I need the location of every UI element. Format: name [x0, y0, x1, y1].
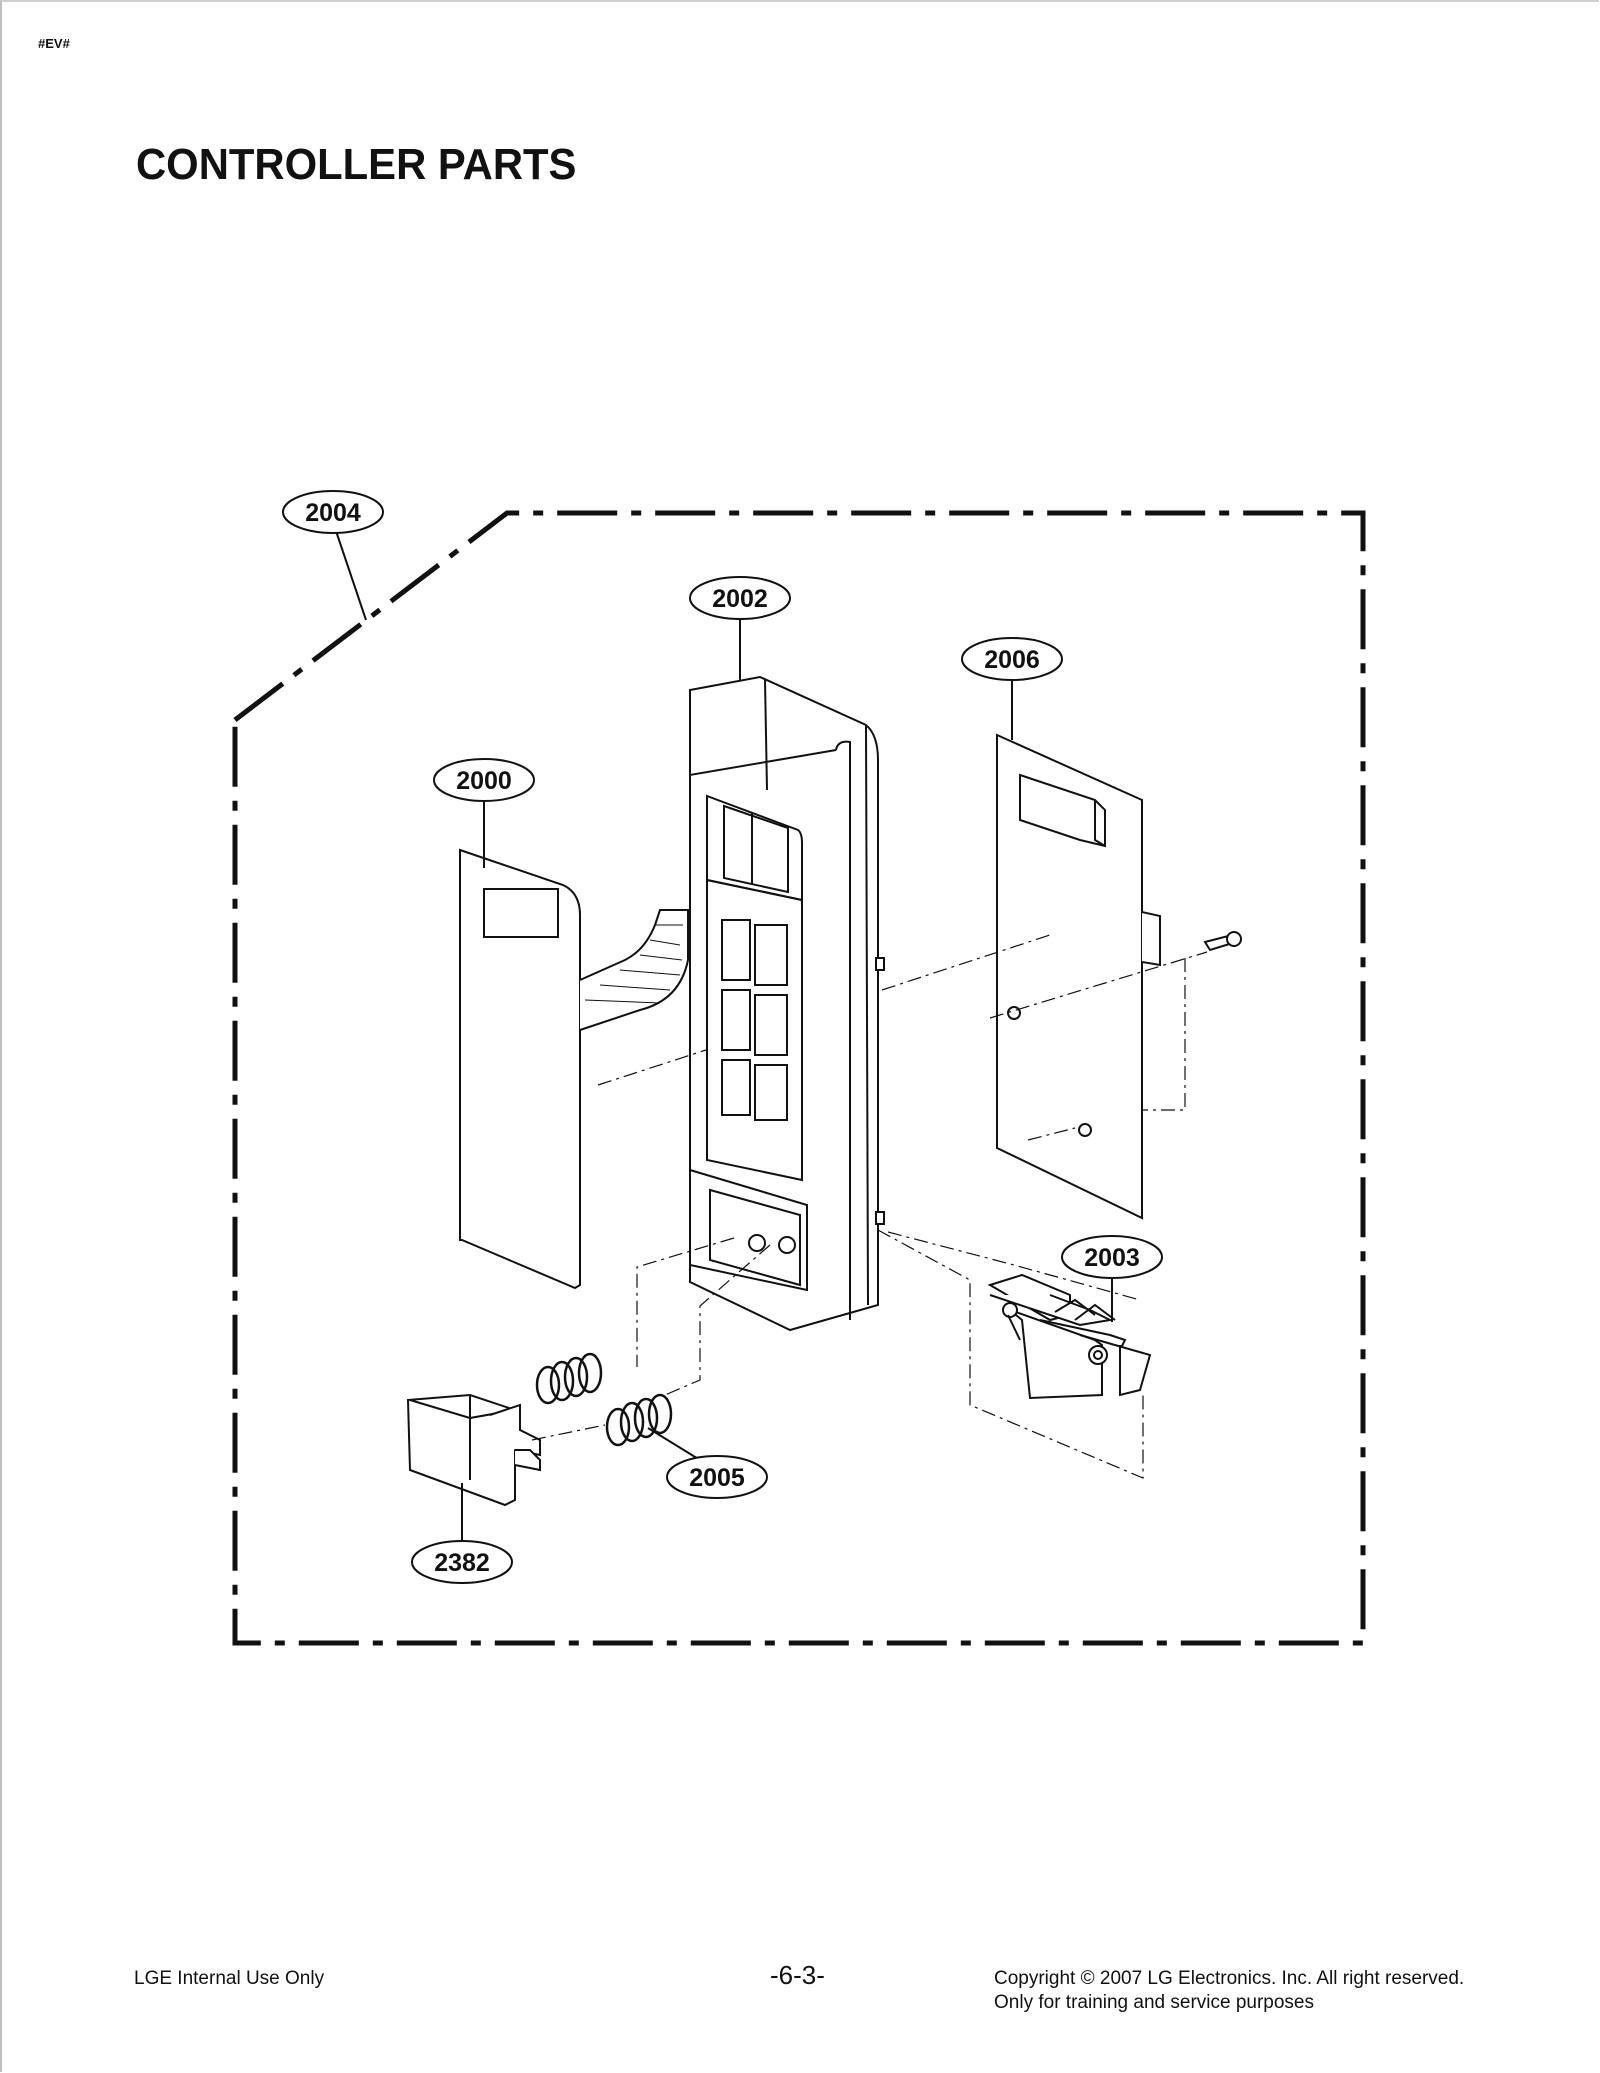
assembly-guide-lines — [531, 934, 1208, 1479]
document-marker: #EV# — [38, 36, 70, 51]
keypad-grid — [721, 919, 788, 1121]
callout-2382-label: 2382 — [434, 1549, 490, 1577]
callout-2004: 2004 — [282, 490, 384, 621]
callout-2002-label: 2002 — [712, 585, 768, 613]
part-2382-door-button — [406, 1393, 541, 1507]
copyright-text: Copyright © 2007 LG Electronics. Inc. Al… — [994, 1968, 1465, 1989]
assembly-boundary — [232, 510, 1366, 1646]
part-2002-control-panel — [689, 675, 885, 1332]
footer-copyright-block: Copyright © 2007 LG Electronics. Inc. Al… — [994, 1967, 1464, 2015]
callout-2002: 2002 — [689, 576, 791, 680]
part-2000-membrane — [459, 848, 689, 1290]
callout-2005: 2005 — [647, 1427, 768, 1499]
callout-2005-label: 2005 — [689, 1464, 745, 1492]
callout-2006-label: 2006 — [984, 646, 1040, 674]
callout-2006: 2006 — [961, 637, 1063, 740]
callout-2382: 2382 — [411, 1483, 513, 1584]
callout-2004-label: 2004 — [305, 499, 361, 527]
part-2003-latch-lever — [987, 1273, 1152, 1400]
callout-2003: 2003 — [1061, 1235, 1163, 1322]
callout-2003-label: 2003 — [1084, 1244, 1140, 1272]
part-2006-pcb — [996, 733, 1242, 1220]
footer-internal-use: LGE Internal Use Only — [134, 1968, 325, 1989]
page-number: -6-3- — [770, 1960, 825, 1990]
training-note: Only for training and service purposes — [994, 1992, 1314, 2013]
callout-2000: 2000 — [433, 758, 535, 868]
page-title: CONTROLLER PARTS — [136, 140, 577, 189]
part-2005-springs — [535, 1352, 673, 1447]
callout-2000-label: 2000 — [456, 767, 512, 795]
